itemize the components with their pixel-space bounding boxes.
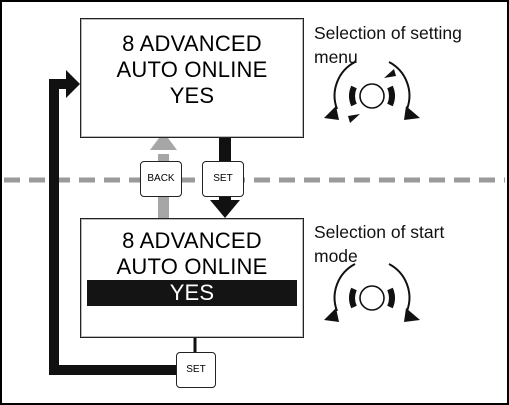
bottom-caption-line1: Selection of start (314, 222, 445, 242)
rotary-dial-icon (324, 263, 420, 322)
set-arrow-head (210, 200, 240, 218)
set-button-middle[interactable]: SET (202, 161, 244, 197)
top-caption: Selection of setting menu (314, 21, 504, 69)
bottom-display-line1: 8 ADVANCED (122, 228, 262, 253)
bottom-caption-line2: mode (314, 246, 358, 266)
top-display-line2: AUTO ONLINE (116, 57, 268, 82)
back-arrow-head (150, 132, 177, 150)
bottom-display: 8 ADVANCED AUTO ONLINE YES (80, 218, 304, 338)
top-display-line3: YES (169, 83, 215, 108)
bottom-display-line3-highlighted: YES (87, 280, 297, 306)
bottom-display-line2: AUTO ONLINE (116, 254, 268, 279)
set-button-bottom[interactable]: SET (176, 352, 216, 388)
top-caption-line1: Selection of setting (314, 23, 462, 43)
return-loop-line (49, 79, 177, 375)
return-loop-arrowhead (66, 70, 80, 98)
top-caption-line2: menu (314, 47, 358, 67)
top-display: 8 ADVANCED AUTO ONLINE YES (80, 18, 304, 138)
bottom-caption: Selection of start mode (314, 220, 504, 268)
back-button[interactable]: BACK (140, 161, 182, 197)
rotary-dial-icon (324, 61, 420, 123)
top-display-line1: 8 ADVANCED (122, 31, 262, 56)
